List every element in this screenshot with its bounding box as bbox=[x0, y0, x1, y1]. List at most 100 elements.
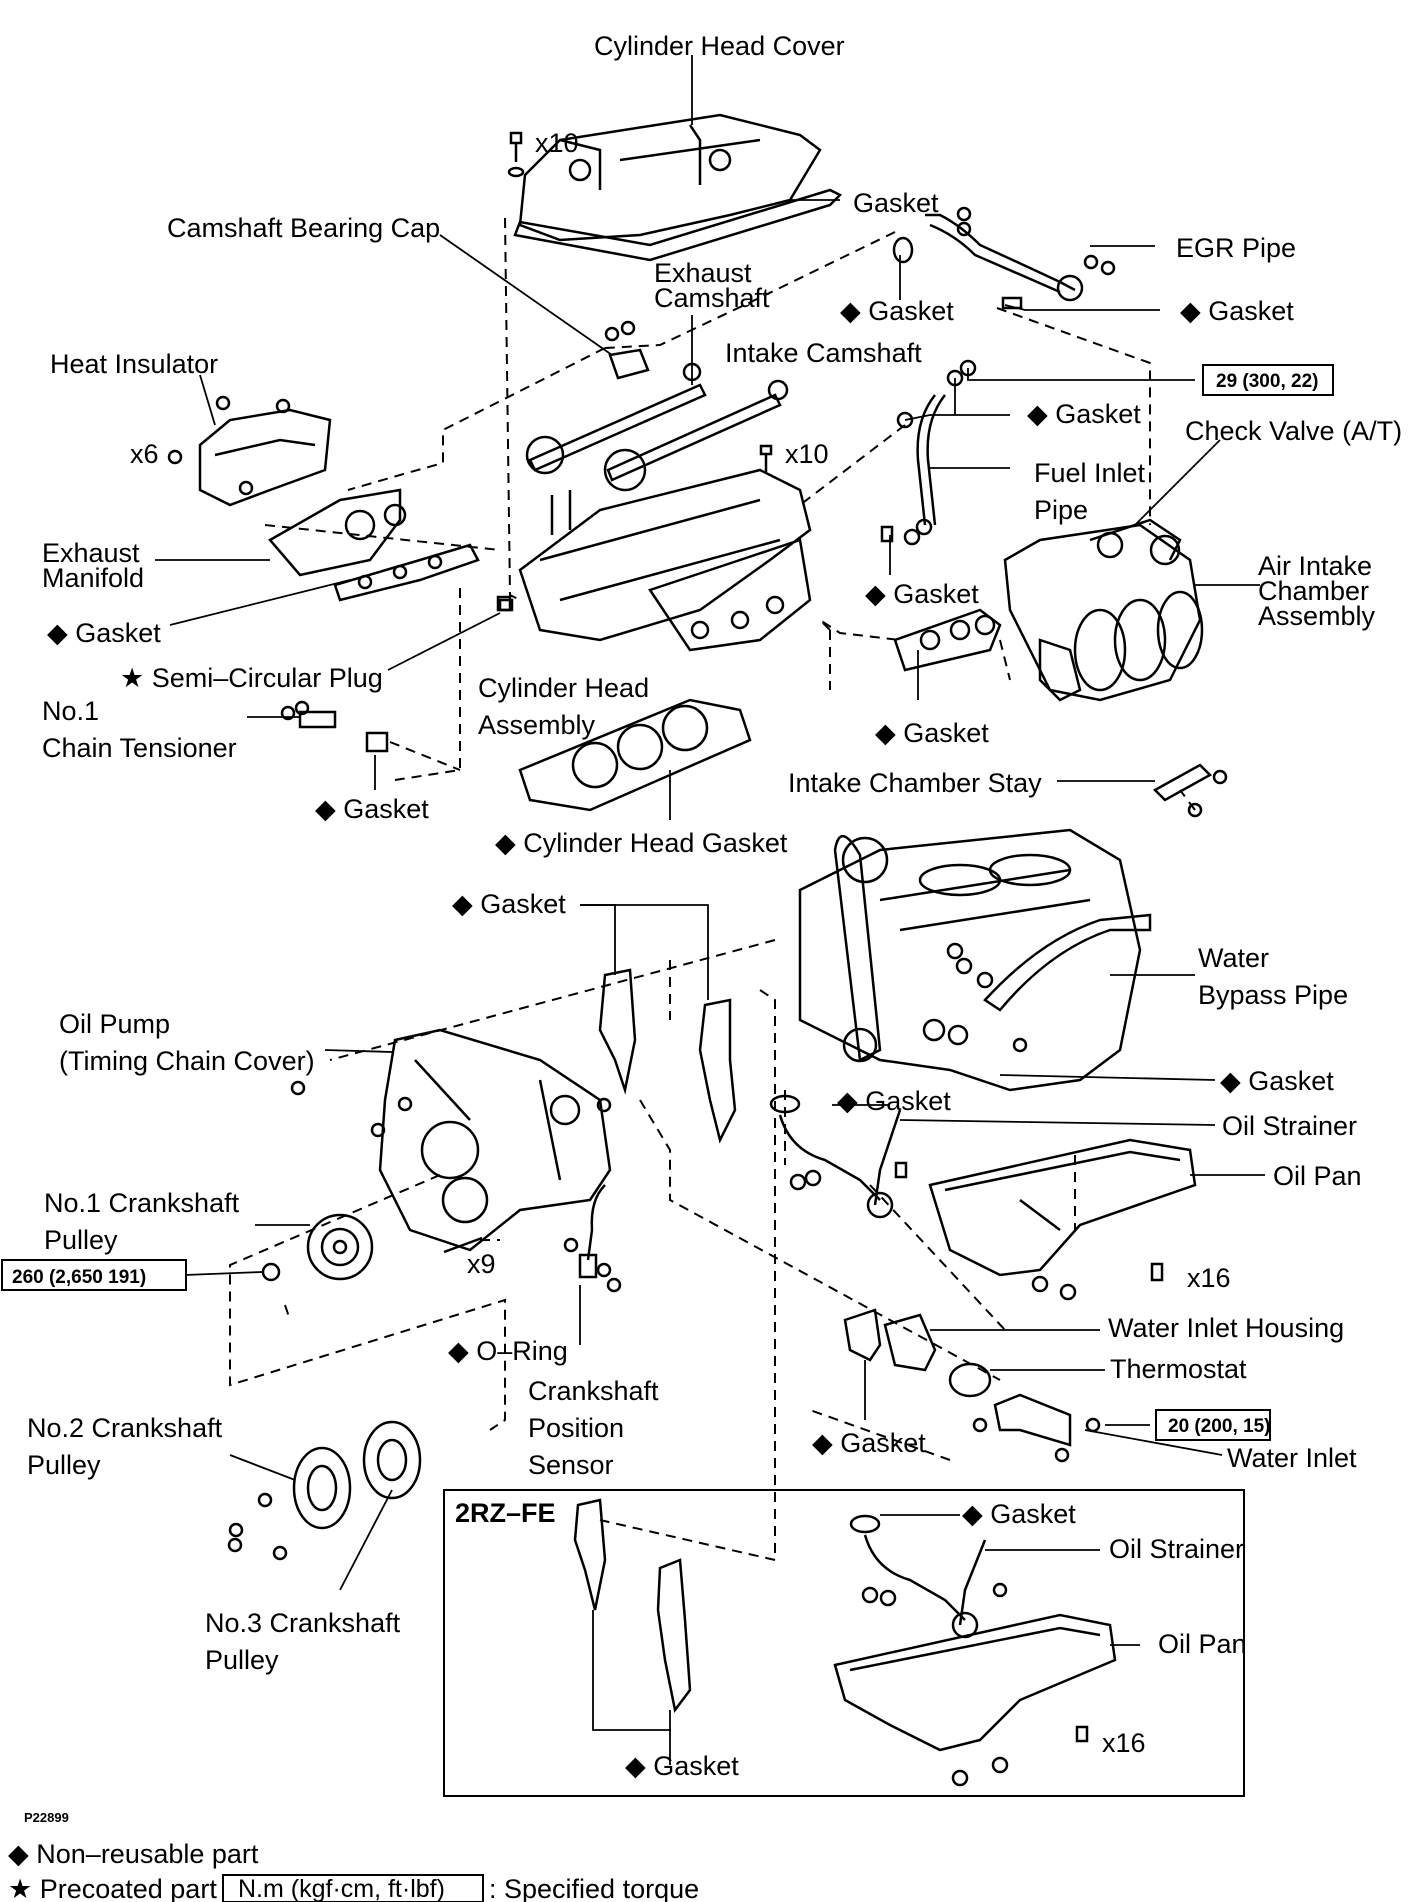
bolt-count-x16: x16 bbox=[1187, 1263, 1231, 1293]
air-intake-chamber-label: Air Intake Chamber Assembly bbox=[1258, 551, 1380, 631]
fuel-inlet-pipe-line2: Pipe bbox=[1034, 495, 1088, 525]
crankshaft-position-sensor-line2: Position bbox=[528, 1413, 624, 1443]
water-bypass-pipe-label: Water Bypass Pipe bbox=[1198, 943, 1348, 1010]
exhaust-manifold-label: Exhaust Manifold bbox=[42, 538, 147, 593]
semi-circular-plug-label: ★ Semi–Circular Plug bbox=[120, 663, 383, 693]
gasket-egr-left-label: ◆ Gasket bbox=[840, 296, 954, 326]
torque-box-crank-pulley bbox=[1, 1259, 187, 1291]
legend-specified-torque: : Specified torque bbox=[489, 1874, 699, 1902]
crankshaft-position-sensor-shape bbox=[563, 1184, 622, 1293]
intake-gasket-shape bbox=[893, 608, 1002, 672]
heat-insulator-label: Heat Insulator bbox=[50, 349, 218, 379]
cylinder-head-assembly-label: Cylinder Head Assembly bbox=[478, 673, 657, 740]
oil-pump-line2: (Timing Chain Cover) bbox=[59, 1046, 315, 1076]
water-inlet-label: Water Inlet bbox=[1227, 1443, 1357, 1473]
bolt-count-x10-mid: x10 bbox=[785, 439, 829, 469]
assembly-dash-lines bbox=[229, 217, 1196, 1561]
bolt-icon bbox=[507, 131, 525, 178]
cylinder-head-assembly-line1: Cylinder Head bbox=[478, 673, 649, 703]
gasket-strainer-label: ◆ Gasket bbox=[837, 1086, 951, 1116]
exhaust-manifold-line1: Exhaust bbox=[42, 538, 140, 568]
inset-title-2rz-fe: 2RZ–FE bbox=[455, 1498, 556, 1528]
camshaft-bearing-cap-label: Camshaft Bearing Cap bbox=[167, 213, 440, 243]
oil-pump-line1: Oil Pump bbox=[59, 1009, 170, 1039]
cylinder-head-gasket-label: ◆ Cylinder Head Gasket bbox=[495, 828, 788, 858]
inset-oil-pan-label: Oil Pan bbox=[1158, 1629, 1247, 1659]
air-intake-chamber-shape bbox=[1003, 518, 1204, 702]
inset-gasket-strainer-label: ◆ Gasket bbox=[962, 1499, 1076, 1529]
torque-crank-pulley-value: 260 (2,650 191) bbox=[12, 1267, 146, 1288]
intake-chamber-stay-shape bbox=[1152, 763, 1228, 818]
air-intake-chamber-line3: Assembly bbox=[1258, 601, 1376, 631]
no1-crankshaft-pulley-label: No.1 Crankshaft Pulley bbox=[44, 1188, 247, 1255]
no3-crankshaft-pulley-line2: Pulley bbox=[205, 1645, 279, 1675]
camshafts-shape bbox=[525, 362, 789, 492]
exhaust-camshaft-line2: Camshaft bbox=[654, 283, 770, 313]
water-inlet-parts-shape bbox=[843, 1308, 1101, 1463]
cylinder-head-cover-label: Cylinder Head Cover bbox=[594, 31, 845, 61]
parts-art bbox=[167, 113, 1228, 1561]
gasket-bypass-label: ◆ Gasket bbox=[1220, 1066, 1334, 1096]
inset-parts-art bbox=[573, 1498, 1117, 1787]
oil-pan-label: Oil Pan bbox=[1273, 1161, 1362, 1191]
gasket-egr-right-label: ◆ Gasket bbox=[1180, 296, 1294, 326]
chain-tensioner-line1: No.1 bbox=[42, 696, 99, 726]
gasket-fuel-label: ◆ Gasket bbox=[1027, 399, 1141, 429]
head-bolt-icon bbox=[550, 444, 773, 535]
torque-box-water-inlet bbox=[1155, 1409, 1271, 1441]
exhaust-manifold-shape bbox=[268, 488, 480, 602]
fuel-inlet-pipe-label: Fuel Inlet Pipe bbox=[1034, 458, 1153, 525]
legend-torque-unit: N.m (kgf·cm, ft·lbf) bbox=[238, 1875, 445, 1902]
no1-crankshaft-pulley-line1: No.1 Crankshaft bbox=[44, 1188, 240, 1218]
legend-torque-unit-box bbox=[222, 1874, 484, 1902]
no2-crankshaft-pulley-line1: No.2 Crankshaft bbox=[27, 1413, 223, 1443]
inset-gasket-timing-label: ◆ Gasket bbox=[625, 1751, 739, 1781]
no2-crankshaft-pulley-line2: Pulley bbox=[27, 1450, 101, 1480]
chain-tensioner-shape bbox=[280, 700, 389, 753]
exhaust-camshaft-label: Exhaust Camshaft bbox=[654, 258, 770, 313]
semi-circular-plug-shape bbox=[496, 595, 512, 612]
no3-crankshaft-pulley-label: No.3 Crankshaft Pulley bbox=[205, 1608, 408, 1675]
crankshaft-position-sensor-line3: Sensor bbox=[528, 1450, 614, 1480]
gasket-fuel-lower-label: ◆ Gasket bbox=[865, 579, 979, 609]
leader-lines bbox=[155, 55, 1265, 1765]
torque-fuel-pipe-value: 29 (300, 22) bbox=[1216, 371, 1318, 392]
bolt-count-x9: x9 bbox=[467, 1249, 496, 1279]
torque-water-inlet-value: 20 (200, 15) bbox=[1168, 1416, 1270, 1437]
cylinder-head-assembly-line2: Assembly bbox=[478, 710, 596, 740]
timing-gaskets-shape bbox=[598, 968, 737, 1144]
no3-crankshaft-pulley-line1: No.3 Crankshaft bbox=[205, 1608, 401, 1638]
o-ring-label: ◆ O–Ring bbox=[448, 1336, 568, 1366]
fuel-inlet-pipe-line1: Fuel Inlet bbox=[1034, 458, 1146, 488]
oil-pan-shape bbox=[928, 1138, 1197, 1301]
gasket-cover-label: Gasket bbox=[853, 188, 939, 218]
exhaust-camshaft-line1: Exhaust bbox=[654, 258, 752, 288]
cylinder-head-shape bbox=[498, 468, 812, 652]
chain-tensioner-label: No.1 Chain Tensioner bbox=[42, 696, 237, 763]
water-bypass-pipe-line1: Water bbox=[1198, 943, 1269, 973]
inset-bolt-count-x16: x16 bbox=[1102, 1728, 1146, 1758]
torque-box-fuel-pipe bbox=[1202, 364, 1334, 396]
legend-non-reusable: ◆ Non–reusable part bbox=[8, 1839, 259, 1869]
intake-camshaft-label: Intake Camshaft bbox=[725, 338, 922, 368]
legend-precoated: ★ Precoated part bbox=[8, 1874, 217, 1902]
egr-pipe-label: EGR Pipe bbox=[1176, 233, 1296, 263]
egr-pipe-shape bbox=[892, 206, 1116, 310]
oil-pump-shape bbox=[290, 1028, 612, 1252]
water-bypass-pipe-line2: Bypass Pipe bbox=[1198, 980, 1348, 1010]
gasket-intake-manifold-label: ◆ Gasket bbox=[875, 718, 989, 748]
chain-tensioner-line2: Chain Tensioner bbox=[42, 733, 237, 763]
heat-insulator-shape bbox=[167, 395, 332, 507]
water-inlet-housing-label: Water Inlet Housing bbox=[1108, 1313, 1344, 1343]
gasket-water-inlet-label: ◆ Gasket bbox=[812, 1428, 926, 1458]
gasket-timing-label: ◆ Gasket bbox=[452, 889, 566, 919]
bolt-count-x6: x6 bbox=[130, 439, 159, 469]
inset-oil-strainer-label: Oil Strainer bbox=[1109, 1534, 1244, 1564]
no2-crankshaft-pulley-label: No.2 Crankshaft Pulley bbox=[27, 1413, 230, 1480]
camshaft-bearing-cap-shape bbox=[604, 320, 650, 380]
air-intake-chamber-line2: Chamber bbox=[1258, 576, 1369, 606]
cylinder-block-shape bbox=[798, 828, 1152, 1092]
text-labels: Cylinder Head Cover x10 Gasket Camshaft … bbox=[8, 31, 1402, 1902]
inset-2rz-fe-frame bbox=[443, 1489, 1245, 1797]
